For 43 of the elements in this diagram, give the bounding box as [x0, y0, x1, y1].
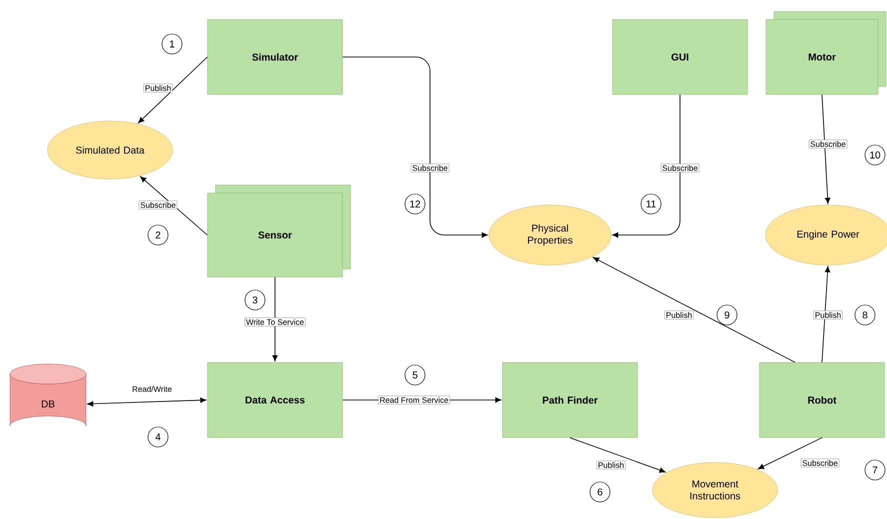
- arrow: [87, 398, 206, 406]
- arrow: [593, 257, 796, 363]
- arrow: [758, 437, 822, 470]
- callout-number: 3: [244, 290, 266, 310]
- edge-label: Subscribe: [138, 200, 178, 210]
- callout-number: 2: [148, 224, 168, 246]
- arrow: [822, 94, 830, 204]
- callout-number: 5: [404, 364, 426, 386]
- arrow: [140, 176, 208, 236]
- process-box: Path Finder: [502, 362, 638, 438]
- edge-label: Publish: [813, 310, 843, 320]
- arrow: [570, 437, 666, 473]
- callout-number: 6: [590, 482, 610, 502]
- arrow: [138, 56, 208, 124]
- callout-number: 7: [864, 460, 886, 480]
- edge-label: Read/Write: [130, 384, 174, 394]
- callout-number: 8: [854, 304, 876, 326]
- stacked-box: Sensor: [207, 184, 351, 278]
- edge-label: Subscribe: [410, 164, 450, 172]
- callout-number: 10: [864, 144, 886, 166]
- edge-label: Subscribe: [808, 140, 848, 148]
- edge-label: Subscribe: [660, 164, 700, 172]
- arrow: [342, 56, 488, 238]
- edge-label: Publish: [144, 84, 173, 92]
- process-box: Robot: [759, 362, 885, 438]
- callout-number: 11: [640, 194, 662, 214]
- callout-number: 4: [148, 426, 168, 448]
- database-cylinder: DB: [10, 364, 86, 426]
- edge-label: Write To Service: [244, 318, 306, 326]
- edge-label: Read From Service: [378, 396, 450, 404]
- arrow: [822, 266, 830, 363]
- arrow: [272, 276, 278, 362]
- process-box: GUI: [612, 19, 748, 95]
- arrow: [612, 94, 680, 238]
- stacked-box: Motor: [766, 11, 886, 95]
- callout-number: 12: [404, 194, 426, 214]
- process-box: Data Access: [207, 362, 343, 438]
- edge-label: Subscribe: [800, 458, 840, 468]
- edge-label: Publish: [596, 460, 626, 470]
- process-box: Simulator: [207, 19, 343, 95]
- edge-label: Publish: [664, 310, 694, 320]
- callout-number: 1: [162, 34, 182, 54]
- callout-number: 9: [716, 304, 738, 326]
